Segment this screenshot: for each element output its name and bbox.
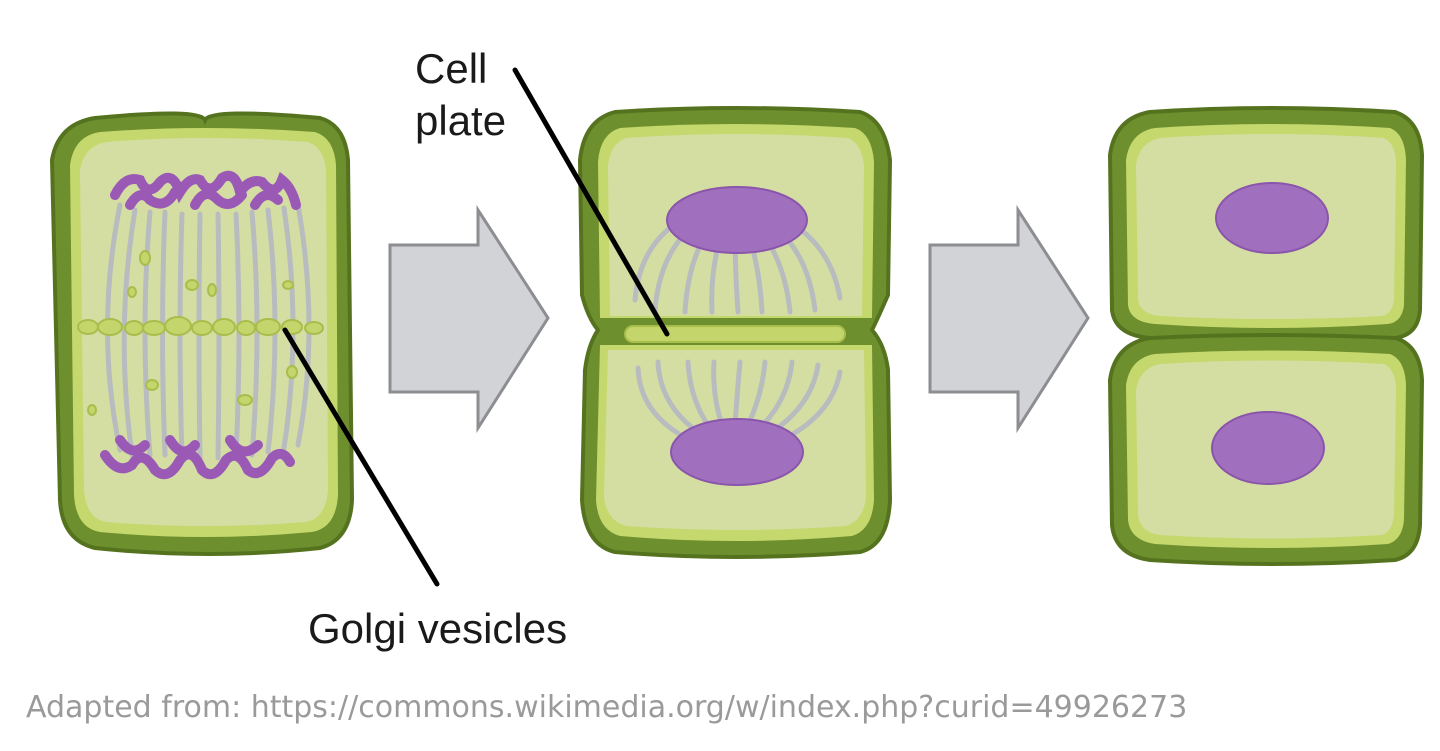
cell-plate-label-line2: plate: [415, 97, 506, 144]
cell-3-daughter-top: [1107, 106, 1425, 344]
golgi-vesicles-leader-line: [282, 327, 440, 587]
golgi-vesicles-label: Golgi vesicles: [308, 605, 567, 652]
cell-1-chromatin-top: [110, 170, 301, 210]
cell-3-bottom-nucleus: [1211, 411, 1325, 485]
cell-1-telophase: [49, 111, 355, 556]
cell-3-top-nucleus: [1215, 182, 1329, 254]
source-caption: Adapted from: https://commons.wikimedia.…: [26, 690, 1188, 725]
cell-2-cell-plate-forming: [577, 106, 893, 559]
cell-1-golgi-vesicles: [77, 250, 324, 416]
arrow-right-2: [928, 204, 1090, 434]
cell-2-nucleus-bottom: [670, 418, 804, 486]
cell-2-cell-plate: [624, 325, 846, 343]
cell-plate-leader-line: [512, 67, 670, 337]
cell-3-daughter-bottom: [1107, 333, 1425, 566]
cell-2-nucleus-top: [666, 186, 808, 254]
cell-plate-label-line1: Cell: [415, 45, 487, 92]
arrow-right-1: [388, 204, 550, 434]
cell-1-chromatin-bottom: [100, 435, 295, 480]
